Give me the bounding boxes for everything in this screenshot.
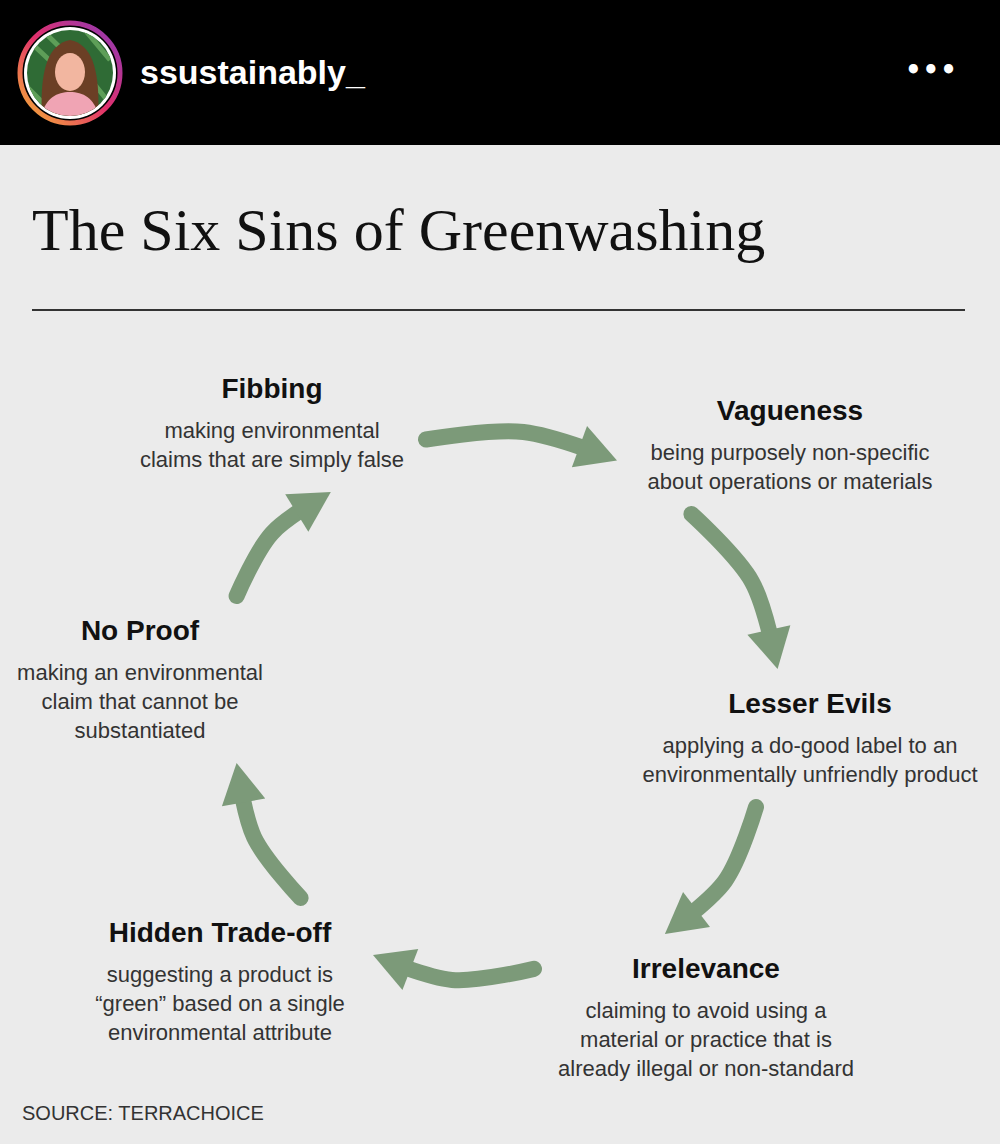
arrow-head (373, 949, 418, 990)
cycle-arrow (222, 763, 301, 898)
cycle-arrow (373, 949, 534, 990)
source-note: SOURCE: TERRACHOICE (22, 1100, 264, 1126)
sin-node: Hidden Trade-off suggesting a product is … (81, 912, 359, 1051)
arrow-shaft (665, 807, 756, 934)
sin-heading: Lesser Evils (634, 687, 986, 721)
arrow-shaft (237, 492, 331, 596)
sin-node: Irrelevance claiming to avoid using a mat… (548, 948, 864, 1087)
sin-heading: Fibbing (136, 372, 408, 406)
sin-node: Lesser Evils applying a do-good label to … (630, 683, 990, 793)
cycle-arrow (665, 807, 756, 934)
sin-description: being purposely non-specific about opera… (635, 438, 945, 496)
arrow-head (285, 492, 331, 532)
menu-dots: ••• (905, 50, 958, 90)
sin-node: Fibbing making environmental claims that … (132, 368, 412, 478)
cycle-arrow (237, 492, 331, 596)
sin-description: claiming to avoid using a material or pr… (552, 996, 860, 1083)
arrow-head (665, 892, 710, 934)
sin-heading: Vagueness (635, 394, 945, 428)
title-rule (32, 309, 965, 311)
sin-heading: No Proof (6, 614, 274, 648)
user-name: ssustainably_ (140, 52, 365, 92)
avatar-face (55, 53, 85, 91)
avatar-picture (20, 23, 120, 125)
sin-description: making an environmental claim that canno… (6, 658, 274, 745)
sin-node: No Proof making an environmental claim th… (2, 610, 278, 749)
arrow-head (747, 625, 790, 669)
sin-heading: Irrelevance (552, 952, 860, 986)
header-bar (0, 0, 1000, 145)
sin-node: Vagueness being purposely non-specific ab… (631, 390, 949, 500)
cycle-arrow (691, 514, 790, 669)
cycle-arrow (426, 426, 617, 467)
arrow-head (572, 426, 617, 467)
sin-description: making environmental claims that are sim… (136, 416, 408, 474)
sin-description: suggesting a product is “green” based on… (85, 960, 355, 1047)
sin-heading: Hidden Trade-off (85, 916, 355, 950)
arrow-head (222, 763, 265, 806)
sin-description: applying a do-good label to an environme… (634, 731, 986, 789)
avatar-top (40, 92, 100, 125)
diagram-title: The Six Sins of Greenwashing (32, 192, 765, 268)
